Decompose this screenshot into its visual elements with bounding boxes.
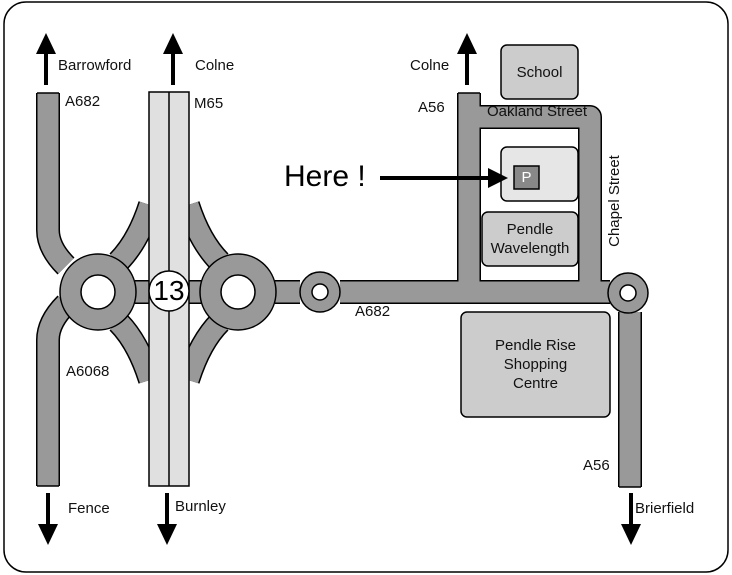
road-label-chapel-street: Chapel Street <box>606 155 623 247</box>
destination-colne-m65: Colne <box>195 57 235 74</box>
roundabout-east <box>199 253 277 331</box>
road-label-m65: M65 <box>194 95 224 112</box>
destination-brierfield: Brierfield <box>635 500 695 517</box>
parking-sign <box>513 165 540 190</box>
shopping-centre-label: Pendle Rise Shopping Centre <box>495 337 576 392</box>
road-label-a682-north: A682 <box>65 93 101 110</box>
arrow-north-colne-a56 <box>457 33 477 85</box>
arrow-north-colne-m65 <box>163 33 183 85</box>
road-label-oakland-street: Oakland Street <box>487 103 588 120</box>
junction-number: 13 <box>153 275 185 306</box>
arrow-north-barrowford <box>36 33 56 85</box>
roundabout-a56 <box>607 272 649 314</box>
roundabout-west <box>59 253 137 331</box>
here-label: Here ! <box>284 160 366 193</box>
arrow-south-burnley <box>157 493 177 545</box>
roundabout-a682 <box>299 271 341 313</box>
here-arrow <box>380 168 508 188</box>
school-label: School <box>516 63 563 81</box>
road-label-a6068: A6068 <box>66 363 110 380</box>
wavelength-building <box>481 211 579 267</box>
road-label-a56-south: A56 <box>583 457 610 474</box>
shopping-centre-building <box>460 311 611 418</box>
arrow-south-brierfield <box>621 493 641 545</box>
pendle-wavelength-label: Pendle Wavelength <box>490 221 570 257</box>
arrow-south-fence <box>38 493 58 545</box>
destination-burnley: Burnley <box>175 498 226 515</box>
destination-fence: Fence <box>68 500 110 517</box>
destination-colne-a56: Colne <box>410 57 450 74</box>
destination-barrowford: Barrowford <box>58 57 132 74</box>
road-label-a682-east: A682 <box>355 303 391 320</box>
junction-marker <box>148 270 190 312</box>
school-building <box>500 44 579 100</box>
parking-label: P <box>521 169 532 186</box>
road-label-a56-north: A56 <box>418 99 445 116</box>
